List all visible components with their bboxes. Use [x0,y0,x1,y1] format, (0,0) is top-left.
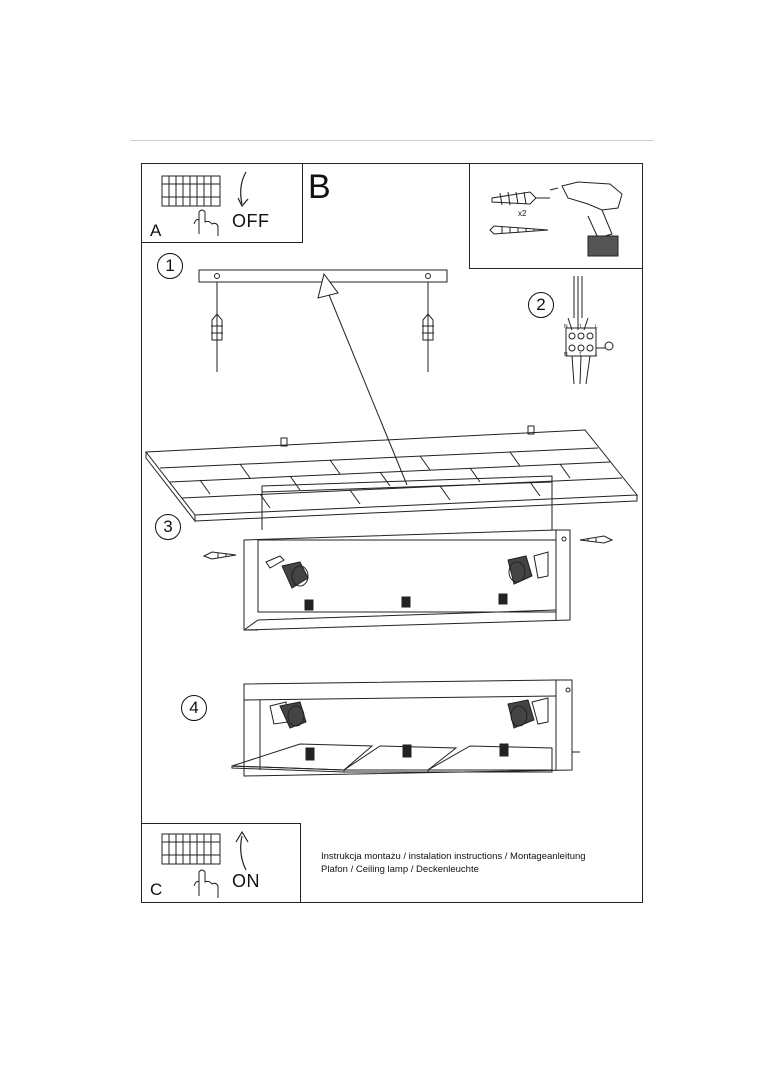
breaker-on-icon [161,830,249,898]
anchor-left [211,282,223,372]
top-rule [130,140,654,141]
glass-panels [231,743,553,773]
socket-4-1 [305,747,315,761]
terminal-label-top-l: L [595,324,598,330]
ceiling-slab [145,425,639,523]
arrow-head [317,272,339,299]
step-3-marker: 3 [155,514,181,540]
step-2-marker: 2 [528,292,554,318]
panel-c-power-on: C ON [141,823,301,903]
caption-line-1: Instrukcja montażu / instalation instruc… [321,851,586,862]
terminal-label-top-n: N [564,324,568,330]
step-4-marker: 4 [181,695,207,721]
spotlight-left-step4 [269,701,307,729]
lamp-body-step4 [243,679,580,777]
anchor-right [422,282,434,372]
socket-1 [304,599,314,611]
panel-a-power-off: A OFF [141,163,303,243]
caption-line-2: Plafon / Ceiling lamp / Deckenleuchte [321,864,479,875]
terminal-label-bottom-n: N [564,352,568,358]
panel-a-letter: A [150,221,162,240]
terminal-label-bottom-l: L [595,352,598,358]
spotlight-right-step4 [507,697,549,729]
wiring-diagram [565,276,614,385]
on-label: ON [232,871,260,891]
side-screw-left [202,551,237,560]
quantity-label: x2 [518,209,527,218]
socket-4-2 [402,744,412,758]
socket-3 [498,593,508,605]
direction-arrow [326,289,408,486]
instruction-frame [141,163,643,903]
terminal-label-bottom-1: 1 [579,352,582,358]
terminal-label-top-1: 1 [579,324,582,330]
screw-icon [489,225,549,235]
socket-4-3 [499,743,509,757]
tools-panel: x2 [469,163,643,269]
drill-icon [549,181,623,257]
socket-2 [401,596,411,608]
lamp-body-step3 [243,529,571,631]
panel-b-letter: B [308,168,331,206]
spotlight-right-step3 [507,551,549,585]
step-1-marker: 1 [157,253,183,279]
off-label: OFF [232,211,270,231]
spotlight-left-step3 [265,555,309,589]
breaker-off-icon [161,171,249,236]
tools-illustration [489,181,623,257]
wall-plug-icon [491,191,550,206]
ceiling-bracket [261,475,553,530]
panel-c-letter: C [150,880,163,899]
side-screw-right [579,535,614,544]
